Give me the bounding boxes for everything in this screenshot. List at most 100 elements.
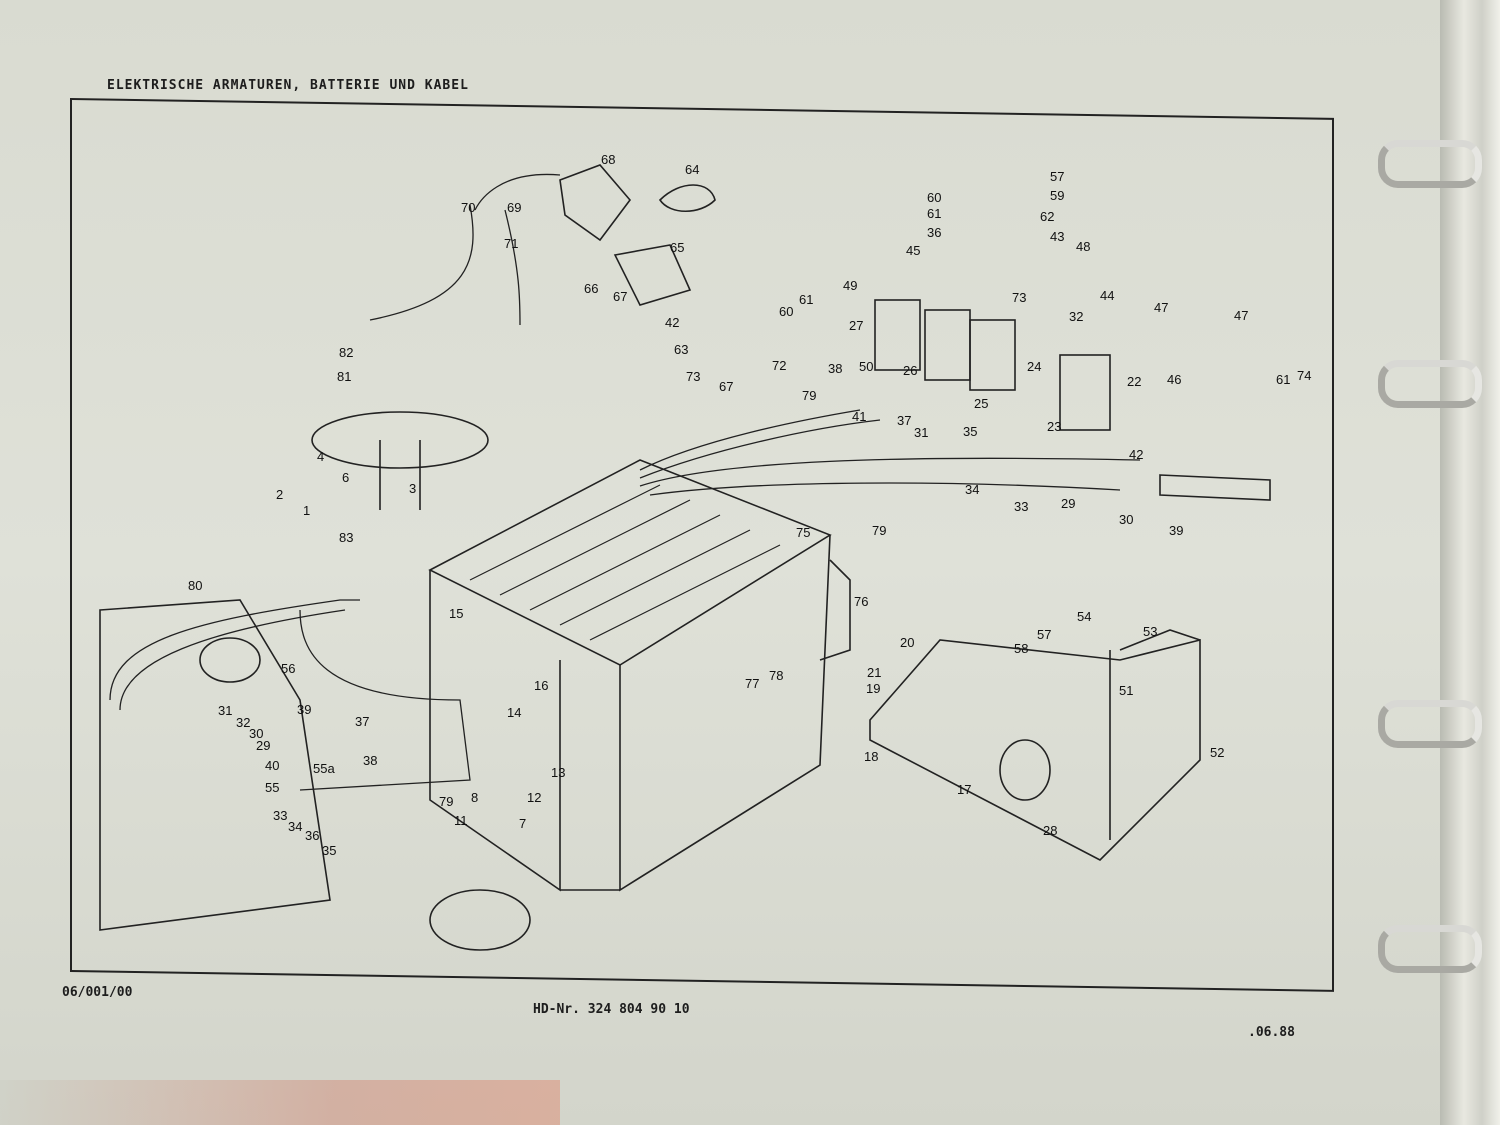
callout: 81 bbox=[337, 369, 352, 384]
callout: 63 bbox=[674, 342, 689, 357]
battery-cells bbox=[469, 484, 781, 641]
plug-connector bbox=[559, 164, 716, 306]
callout: 70 bbox=[461, 200, 476, 215]
callout: 14 bbox=[507, 705, 522, 720]
callout: 25 bbox=[974, 396, 989, 411]
callout: 47 bbox=[1154, 300, 1169, 315]
callout: 16 bbox=[534, 678, 549, 693]
callout: 42 bbox=[1129, 447, 1144, 462]
callout: 26 bbox=[903, 363, 918, 378]
callout: 48 bbox=[1076, 239, 1091, 254]
battery-box bbox=[428, 459, 851, 892]
callout: 79 bbox=[802, 388, 817, 403]
motor bbox=[99, 599, 531, 951]
callout: 73 bbox=[686, 369, 701, 384]
callout: 61 bbox=[1276, 372, 1291, 387]
callout: 32 bbox=[236, 715, 251, 730]
callout: 75 bbox=[796, 525, 811, 540]
callout: 57 bbox=[1037, 627, 1052, 642]
callout: 43 bbox=[1050, 229, 1065, 244]
callout: 37 bbox=[355, 714, 370, 729]
control-unit bbox=[869, 629, 1201, 861]
callout: 82 bbox=[339, 345, 354, 360]
callout: 66 bbox=[584, 281, 599, 296]
callout: 40 bbox=[265, 758, 280, 773]
callout: 35 bbox=[963, 424, 978, 439]
callout: 11 bbox=[454, 813, 468, 828]
steering-wheel bbox=[311, 411, 489, 510]
callout: 29 bbox=[1061, 496, 1076, 511]
callout: 52 bbox=[1210, 745, 1225, 760]
callout: 61 bbox=[799, 292, 814, 307]
callout: 76 bbox=[854, 594, 869, 609]
callout: 12 bbox=[527, 790, 542, 805]
callout: 60 bbox=[779, 304, 794, 319]
callout: 80 bbox=[188, 578, 203, 593]
callout: 73 bbox=[1012, 290, 1027, 305]
callout: 53 bbox=[1143, 624, 1158, 639]
binder-ring bbox=[1378, 925, 1482, 973]
callout: 54 bbox=[1077, 609, 1092, 624]
callout: 59 bbox=[1050, 188, 1065, 203]
callout: 22 bbox=[1127, 374, 1142, 389]
callout: 47 bbox=[1234, 308, 1249, 323]
callout: 30 bbox=[249, 726, 264, 741]
callout: 64 bbox=[685, 162, 700, 177]
callout: 29 bbox=[256, 738, 271, 753]
callout: 21 bbox=[867, 665, 882, 680]
callout: 42 bbox=[665, 315, 680, 330]
callout: 31 bbox=[914, 425, 929, 440]
callout: 4 bbox=[317, 449, 325, 464]
callout: 62 bbox=[1040, 209, 1055, 224]
page-code: 06/001/00 bbox=[62, 985, 133, 1000]
callout: 19 bbox=[866, 681, 881, 696]
callout: 45 bbox=[906, 243, 921, 258]
binder-ring bbox=[1378, 140, 1482, 188]
callout: 46 bbox=[1167, 372, 1182, 387]
callout: 1 bbox=[303, 503, 311, 518]
callout: 15 bbox=[449, 606, 464, 621]
date: .06.88 bbox=[1248, 1025, 1295, 1040]
callout: 32 bbox=[1069, 309, 1084, 324]
callout: 8 bbox=[471, 790, 479, 805]
callout: 39 bbox=[297, 702, 312, 717]
hd-number: HD-Nr. 324 804 90 10 bbox=[533, 1002, 690, 1017]
callout: 39 bbox=[1169, 523, 1184, 538]
callout: 57 bbox=[1050, 169, 1065, 184]
callout: 36 bbox=[927, 225, 942, 240]
callout: 36 bbox=[305, 828, 320, 843]
callout: 60 bbox=[927, 190, 942, 205]
callout: 69 bbox=[507, 200, 522, 215]
callout: 83 bbox=[339, 530, 354, 545]
callout: 56 bbox=[281, 661, 296, 676]
callout: 50 bbox=[859, 359, 874, 374]
callout: 38 bbox=[363, 753, 378, 768]
callout: 17 bbox=[957, 782, 972, 797]
binder-ring bbox=[1378, 700, 1482, 748]
callout: 71 bbox=[504, 236, 519, 251]
callout: 37 bbox=[897, 413, 912, 428]
callout: 79 bbox=[439, 794, 454, 809]
callout: 38 bbox=[828, 361, 843, 376]
callout: 30 bbox=[1119, 512, 1134, 527]
callout: 34 bbox=[288, 819, 303, 834]
callout: 51 bbox=[1119, 683, 1134, 698]
callout: 55a bbox=[313, 761, 335, 776]
callout: 35 bbox=[322, 843, 337, 858]
callout: 27 bbox=[849, 318, 864, 333]
callout: 67 bbox=[613, 289, 628, 304]
page-title: ELEKTRISCHE ARMATUREN, BATTERIE UND KABE… bbox=[107, 78, 469, 93]
callout: 7 bbox=[519, 816, 527, 831]
callout: 41 bbox=[852, 409, 867, 424]
callout: 49 bbox=[843, 278, 858, 293]
callout: 77 bbox=[745, 676, 760, 691]
callout: 74 bbox=[1297, 368, 1312, 383]
callout: 18 bbox=[864, 749, 879, 764]
callout: 55 bbox=[265, 780, 280, 795]
callout: 2 bbox=[276, 487, 284, 502]
callout: 31 bbox=[218, 703, 233, 718]
callout: 68 bbox=[601, 152, 616, 167]
callout: 72 bbox=[772, 358, 787, 373]
callout: 58 bbox=[1014, 641, 1029, 656]
